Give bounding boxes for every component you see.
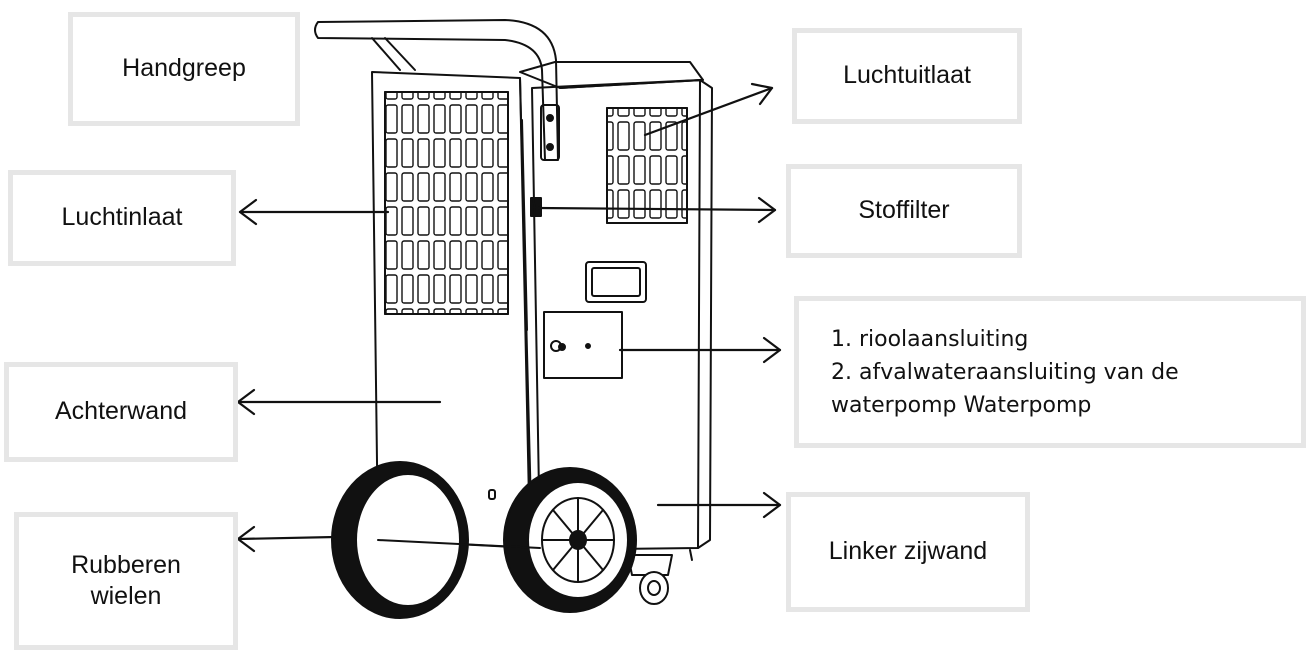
arrow-achterwand [236,388,442,416]
handle-bracket [540,104,560,161]
arrows [236,82,782,553]
arrow-luchtinlaat [238,198,390,226]
label-stoffilter-text: Stoffilter [858,196,950,225]
label-handgreep-text: Handgreep [122,54,246,83]
top-lid [519,61,704,89]
label-luchtuitlaat-text: Luchtuitlaat [843,61,971,90]
label-luchtinlaat: Luchtinlaat [8,170,236,266]
label-aansluiting-line3: waterpomp Waterpomp [831,392,1092,418]
label-linker-zijwand: Linker zijwand [786,492,1030,612]
arrow-luchtuitlaat [643,82,774,137]
label-aansluiting-line1: 1. rioolaansluiting [831,326,1029,352]
handle-bar [314,19,559,161]
label-rubberen-line2: wielen [90,582,162,610]
label-achterwand-text: Achterwand [54,397,188,426]
label-luchtuitlaat: Luchtuitlaat [792,28,1022,124]
label-rubberen-line1: Rubberen [71,550,181,579]
arrow-linker-zijwand [656,491,782,519]
label-luchtinlaat-text: Luchtinlaat [61,203,183,232]
arrow-stoffilter [536,196,777,224]
front-wheel [503,467,637,613]
side-grille [606,107,688,224]
arrow-aansluiting [618,336,782,364]
connection-panel [543,311,623,379]
label-handgreep: Handgreep [68,12,300,126]
control-window [585,261,647,303]
label-aansluiting-line2: 2. afvalwateraansluiting van de [831,359,1179,385]
label-rubberen-wielen: Rubberen wielen [14,512,238,650]
back-grille [384,91,509,315]
back-wheel [331,461,469,619]
arrow-rubberen-wielen [236,525,337,553]
label-linker-zijwand-text: Linker zijwand [828,537,988,566]
label-stoffilter: Stoffilter [786,164,1022,258]
machine-illustration [314,19,713,619]
label-aansluiting: 1. rioolaansluiting 2. afvalwateraanslui… [794,296,1306,448]
caster-wheel [627,554,673,605]
label-achterwand: Achterwand [4,362,238,462]
